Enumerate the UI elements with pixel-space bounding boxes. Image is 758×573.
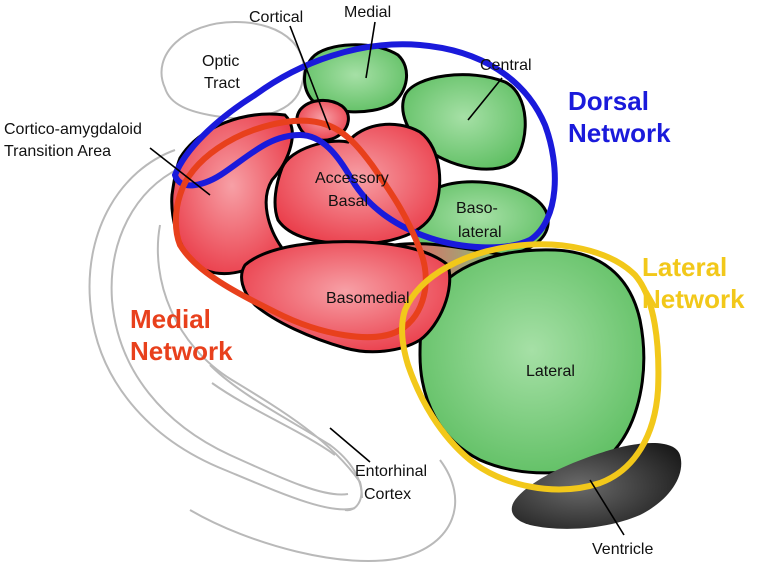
- label-entorhinal-1: Entorhinal: [355, 463, 427, 480]
- lateral-network-label-1: Lateral: [642, 252, 727, 282]
- optic-tract-outline: [160, 20, 305, 119]
- label-accessory-2: Basal: [328, 193, 368, 210]
- lateral-nucleus: [418, 248, 646, 475]
- medial-network-label-2: Network: [130, 336, 233, 366]
- label-basolateral-1: Baso-: [456, 200, 498, 217]
- basomedial-nucleus: [240, 240, 452, 354]
- dorsal-network-outline: [171, 41, 558, 251]
- leader-cortical: [289, 25, 331, 131]
- label-cortico-1: Cortico-amygdaloid: [4, 121, 142, 138]
- label-entorhinal-2: Cortex: [364, 486, 411, 503]
- label-accessory-1: Accessory: [315, 170, 389, 187]
- label-optic-tract-1: Optic: [202, 53, 239, 70]
- dorsal-network-label-1: Dorsal: [568, 86, 649, 116]
- medial-network-label-1: Medial: [130, 304, 211, 334]
- label-medial: Medial: [344, 4, 391, 21]
- lateral-network-outline: [399, 241, 662, 493]
- label-ventricle: Ventricle: [592, 541, 653, 558]
- medial-network-outline: [172, 117, 429, 341]
- label-basolateral-2: lateral: [458, 224, 502, 241]
- leader-ventricle: [589, 479, 625, 536]
- leader-medial: [365, 21, 376, 79]
- leader-entorhinal: [329, 427, 371, 463]
- leader-central: [467, 77, 503, 121]
- dorsal-network-label-2: Network: [568, 118, 671, 148]
- label-central: Central: [480, 57, 532, 74]
- lateral-network-label-2: Network: [642, 284, 745, 314]
- label-lateral: Lateral: [526, 363, 575, 380]
- label-optic-tract-2: Tract: [204, 75, 240, 92]
- label-cortical: Cortical: [249, 9, 303, 26]
- label-basomedial: Basomedial: [326, 290, 410, 307]
- hippocampal-outlines: [88, 149, 457, 562]
- leader-cortico: [149, 147, 211, 196]
- label-cortico-2: Transition Area: [4, 143, 111, 160]
